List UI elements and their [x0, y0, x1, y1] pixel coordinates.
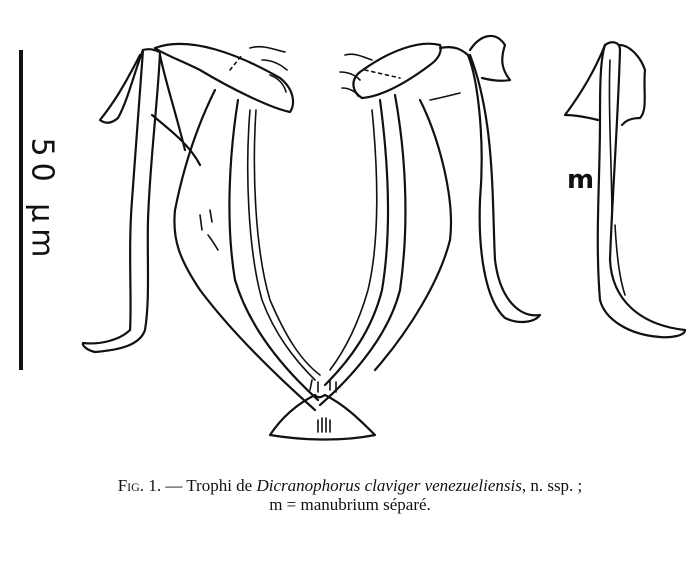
figure-number: 1.: [148, 476, 162, 495]
figure-caption: Fig. 1. — Trophi de Dicranophorus clavig…: [0, 476, 700, 514]
taxon-name: Dicranophorus claviger venezueliensis: [256, 476, 522, 495]
trophi-drawing: [81, 34, 687, 441]
manubrium-label: m: [567, 165, 595, 195]
figure-label: Fig.: [117, 476, 145, 495]
fulcrum: [268, 379, 377, 441]
caption-dash: —: [165, 476, 183, 495]
scale-bar: [19, 50, 23, 370]
right-ramus: [318, 34, 542, 407]
caption-line-2: m = manubrium séparé.: [269, 495, 431, 514]
scale-bar-text: 50 µm: [24, 136, 60, 264]
caption-prefix: Trophi de: [186, 476, 253, 495]
left-manubrium: [81, 48, 162, 354]
separated-manubrium: [563, 41, 687, 339]
caption-suffix: , n. ssp. ;: [521, 476, 583, 495]
caption-line-1: Fig. 1. — Trophi de Dicranophorus clavig…: [0, 476, 700, 495]
left-ramus: [150, 42, 321, 412]
scale-bar-label: 50 µm: [22, 125, 62, 275]
